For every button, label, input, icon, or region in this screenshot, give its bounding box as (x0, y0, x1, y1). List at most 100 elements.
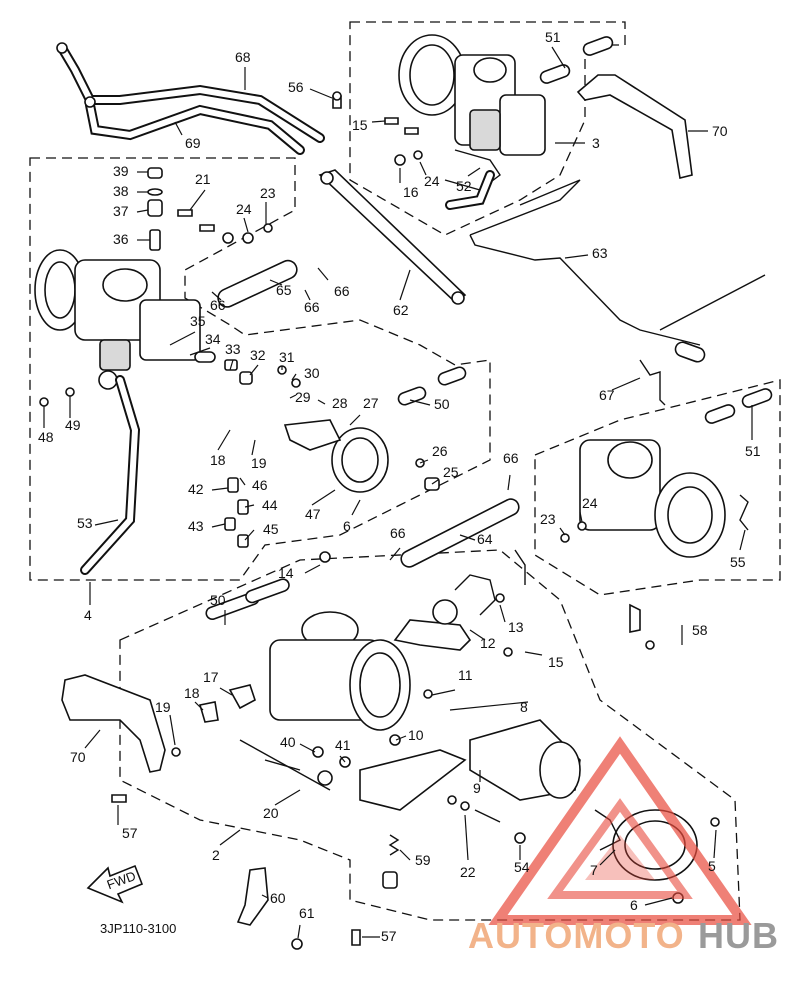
leader-line-66 (317, 267, 329, 281)
leader-line-18 (194, 701, 204, 711)
leader-line-28 (317, 399, 326, 405)
leader-line-5 (713, 829, 717, 859)
callout-18: 18 (210, 452, 226, 468)
leader-line-34 (189, 347, 211, 356)
callout-50: 50 (434, 396, 450, 412)
callout-62: 62 (393, 302, 409, 318)
callout-22: 22 (460, 864, 476, 880)
leader-line-24 (243, 217, 249, 233)
callout-56: 56 (288, 79, 304, 95)
callout-48: 48 (38, 429, 54, 445)
leader-line-13 (499, 604, 506, 623)
leader-line-70 (84, 729, 101, 749)
leader-line-44 (244, 504, 255, 508)
callout-17: 17 (203, 669, 219, 685)
callout-30: 30 (304, 365, 320, 381)
leader-line-17 (219, 687, 233, 696)
leader-line-25 (431, 479, 439, 485)
drawing-code: 3JP110-3100 (100, 921, 176, 936)
callout-27: 27 (363, 395, 379, 411)
leader-line-66 (507, 474, 511, 491)
leader-line-56 (309, 88, 333, 99)
callout-49: 49 (65, 417, 81, 433)
callout-15: 15 (548, 654, 564, 670)
callout-38: 38 (113, 183, 129, 199)
callout-40: 40 (280, 734, 296, 750)
leader-line-53 (94, 519, 119, 526)
tube-64 (400, 498, 520, 568)
callout-2: 2 (212, 847, 220, 863)
callout-51: 51 (745, 443, 761, 459)
leader-line-46 (239, 477, 246, 486)
callout-63: 63 (592, 245, 608, 261)
callout-19: 19 (251, 455, 267, 471)
callout-67: 67 (599, 387, 615, 403)
callout-59: 59 (415, 852, 431, 868)
callout-66: 66 (304, 299, 320, 315)
leader-line-59 (399, 849, 411, 861)
leader-line-41 (339, 755, 346, 763)
callout-44: 44 (262, 497, 278, 513)
callout-10: 10 (408, 727, 424, 743)
leader-line-15 (524, 651, 543, 656)
callout-57: 57 (122, 825, 138, 841)
leader-line-12 (469, 629, 486, 641)
callout-66: 66 (334, 283, 350, 299)
fwd-arrow: FWD (86, 864, 144, 904)
callout-66: 66 (210, 297, 226, 313)
callout-46: 46 (252, 477, 268, 493)
leader-line-6 (644, 897, 673, 906)
callout-6: 6 (630, 897, 638, 913)
callout-70: 70 (70, 749, 86, 765)
leader-line-23 (559, 527, 566, 536)
callout-32: 32 (250, 347, 266, 363)
callout-65: 65 (276, 282, 292, 298)
leader-line-6 (351, 499, 361, 516)
callout-39: 39 (113, 163, 129, 179)
group-boundary-top (349, 21, 626, 236)
callout-64: 64 (477, 531, 493, 547)
callout-16: 16 (403, 184, 419, 200)
callout-66: 66 (503, 450, 519, 466)
leader-line-40 (299, 743, 316, 753)
watermark-text-b: HUB (698, 915, 779, 956)
leader-line-11 (431, 689, 456, 696)
callout-9: 9 (473, 780, 481, 796)
leader-line-45 (244, 529, 255, 541)
callout-54: 54 (514, 859, 530, 875)
leader-line-27 (349, 414, 361, 426)
callout-18: 18 (184, 685, 200, 701)
watermark-text-a: AUTOMOTO (468, 915, 685, 956)
callout-37: 37 (113, 203, 129, 219)
callout-43: 43 (188, 518, 204, 534)
link-rods (318, 169, 766, 363)
callout-45: 45 (263, 521, 279, 537)
leader-line-51 (551, 46, 566, 69)
callout-50: 50 (210, 592, 226, 608)
callout-7: 7 (590, 862, 598, 878)
leader-line-8 (449, 701, 529, 711)
leader-line-69 (174, 121, 183, 136)
leader-line-33 (229, 359, 234, 371)
callout-24: 24 (424, 173, 440, 189)
leader-line-15 (371, 120, 386, 123)
left-assembly (34, 167, 467, 575)
callout-57: 57 (381, 928, 397, 944)
callout-8: 8 (520, 699, 528, 715)
callout-61: 61 (299, 905, 315, 921)
callout-36: 36 (113, 231, 129, 247)
callout-14: 14 (278, 565, 294, 581)
callout-26: 26 (432, 443, 448, 459)
leader-line-66 (211, 291, 222, 301)
callout-19: 19 (155, 699, 171, 715)
leader-line-24 (419, 161, 427, 176)
callout-55: 55 (730, 554, 746, 570)
callout-13: 13 (508, 619, 524, 635)
leader-line-52 (467, 167, 481, 177)
leader-line-29 (289, 394, 297, 399)
leader-line-7 (599, 849, 616, 866)
leader-line-19 (169, 714, 176, 746)
leader-line-30 (291, 373, 297, 381)
callout-53: 53 (77, 515, 93, 531)
